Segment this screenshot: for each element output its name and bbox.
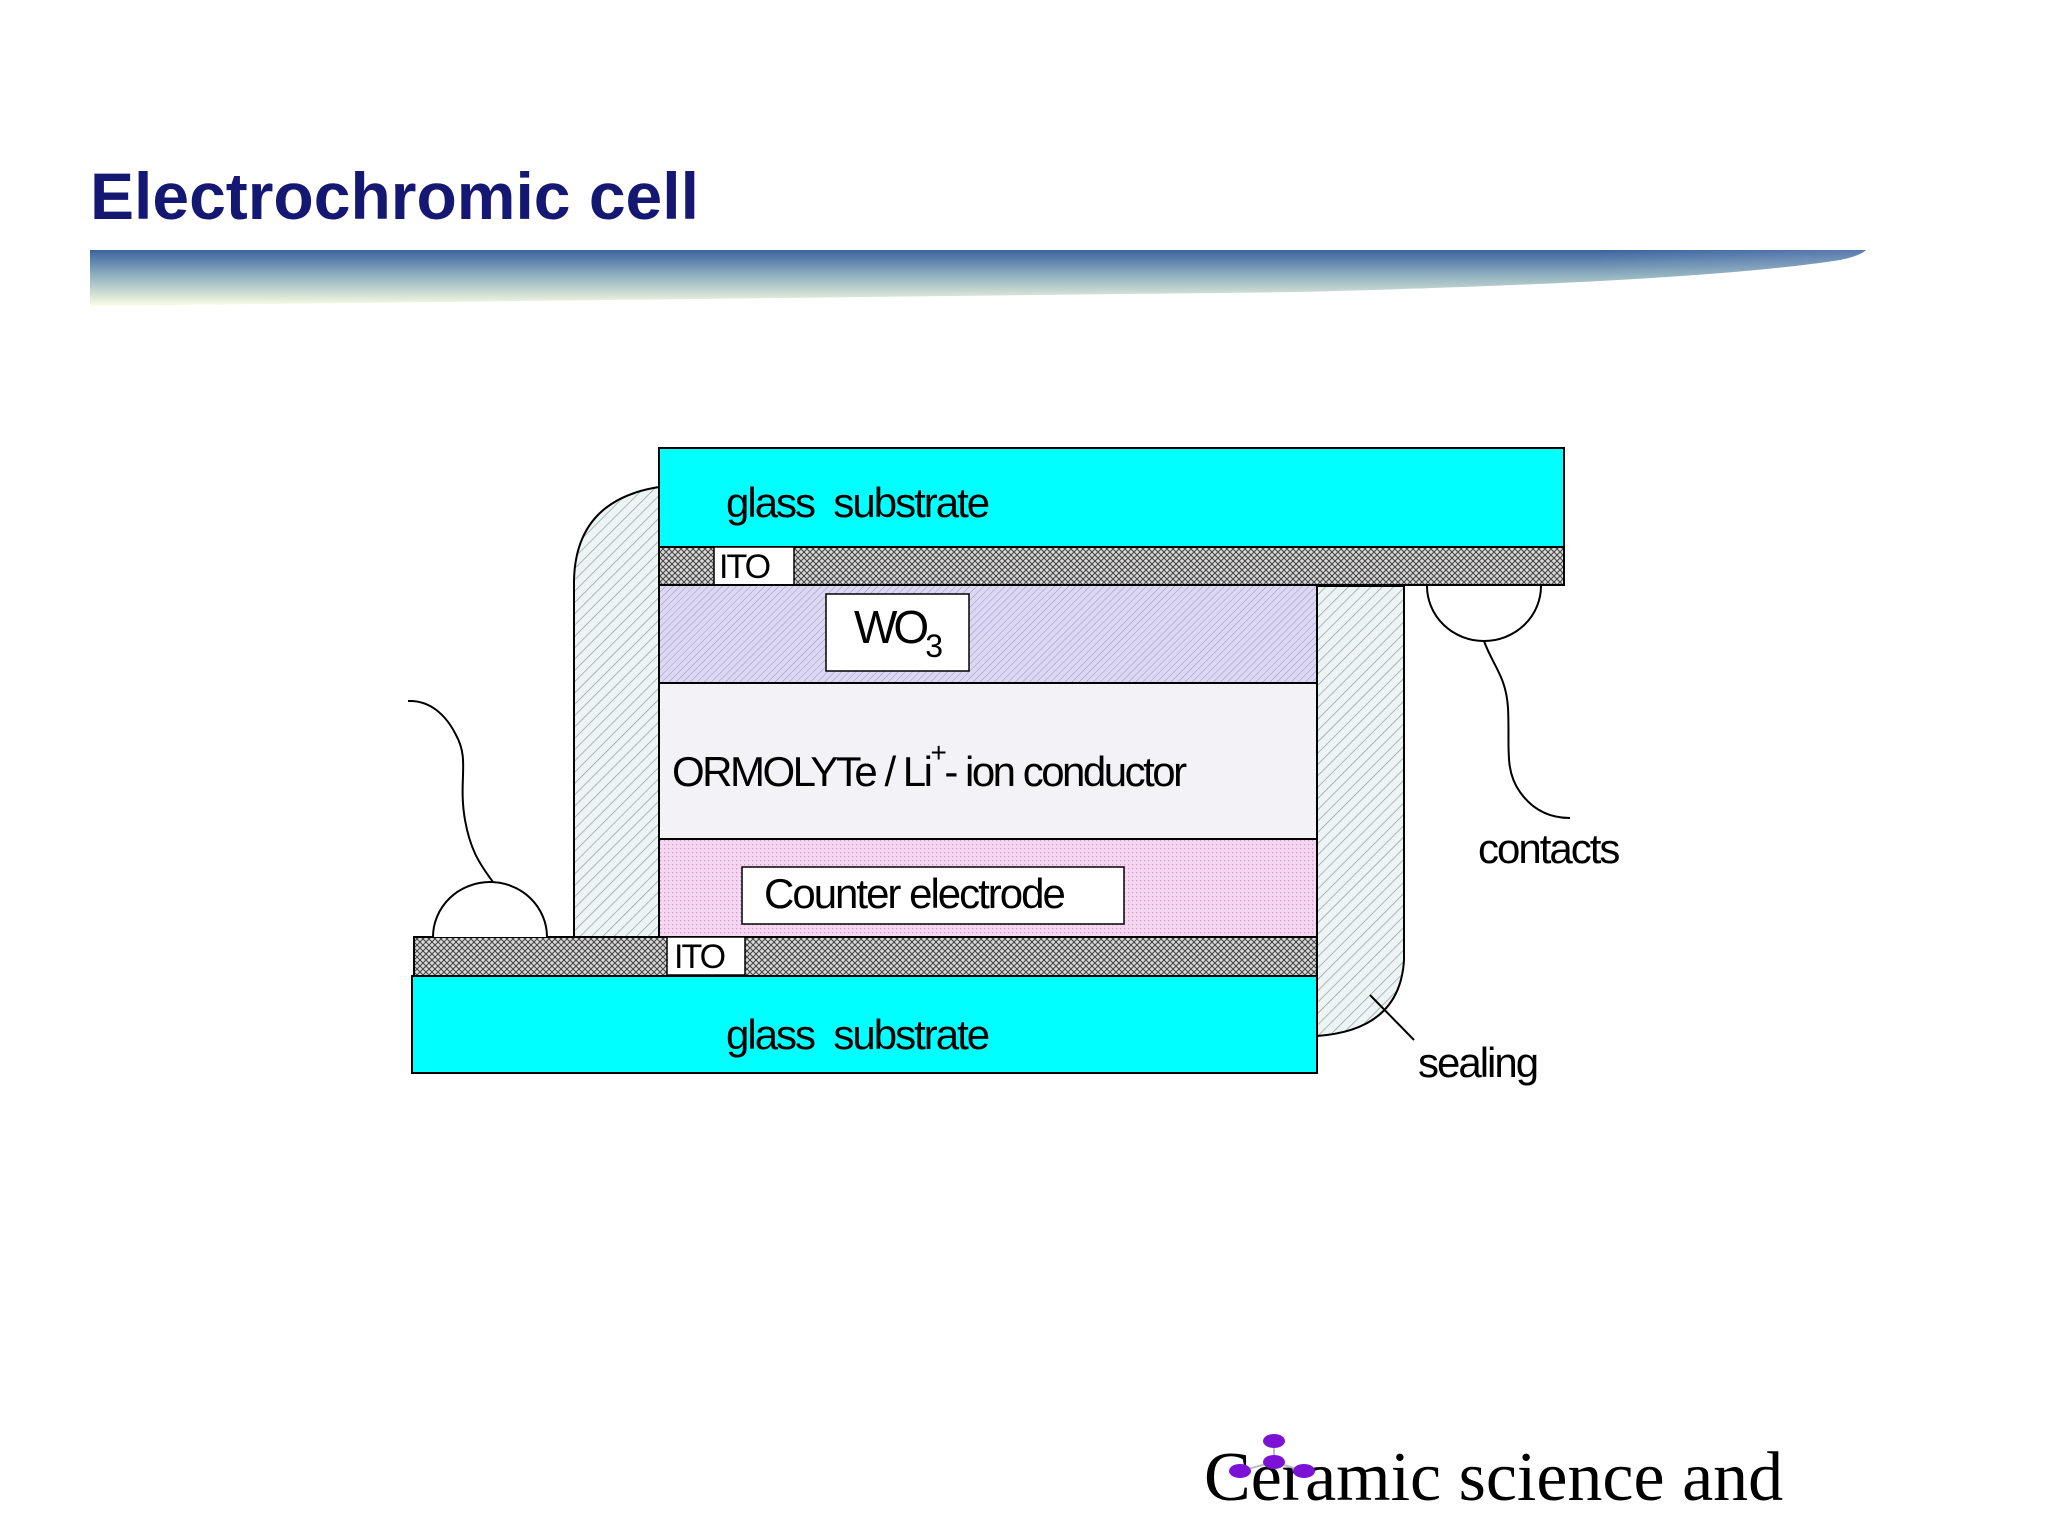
right-contact-bump: [1426, 585, 1542, 642]
electrolyte-label-sup: +: [930, 737, 945, 768]
sealing-left: [573, 485, 660, 938]
top-ito-label: ITO: [719, 548, 770, 586]
bottom-ito-label: ITO: [674, 938, 725, 976]
title-underline-bar: [90, 250, 1866, 306]
electrolyte-label-post: - ion conductor: [944, 748, 1187, 795]
bottom-glass-substrate: [411, 975, 1318, 1074]
sealing-pointer-line: [1369, 994, 1415, 1041]
footer-institution-text: Ceramic science and: [1204, 1439, 1784, 1516]
bottom-glass-label: glass substrate: [726, 1011, 989, 1058]
sealing-right: [1316, 585, 1405, 1038]
top-ito-label-box: [713, 546, 795, 587]
bottom-ito-label-box: [666, 936, 746, 976]
wo3-layer: [658, 584, 1318, 684]
right-contact-wire: [1483, 640, 1571, 819]
counter-electrode-label-box: [741, 866, 1125, 925]
wo3-label-box: [825, 593, 970, 672]
slide-title: Electrochromic cell: [90, 159, 699, 233]
electrolyte-layer: [658, 682, 1318, 840]
counter-electrode-label: Counter electrode: [764, 870, 1065, 917]
top-glass-label: glass substrate: [726, 479, 989, 526]
top-ito-layer: [658, 546, 1565, 586]
electrolyte-label: ORMOLYTe / Li+- ion conductor: [672, 737, 1187, 795]
sealing-label: sealing: [1418, 1039, 1537, 1086]
bottom-ito-layer: [413, 936, 1318, 977]
top-glass-substrate: [658, 447, 1565, 548]
wo3-label-main: WO: [854, 601, 927, 653]
left-contact-bump: [432, 881, 548, 938]
electrolyte-label-pre: ORMOLYTe / Li: [672, 748, 931, 795]
contacts-label: contacts: [1478, 825, 1619, 872]
left-contact-wire: [407, 699, 494, 883]
